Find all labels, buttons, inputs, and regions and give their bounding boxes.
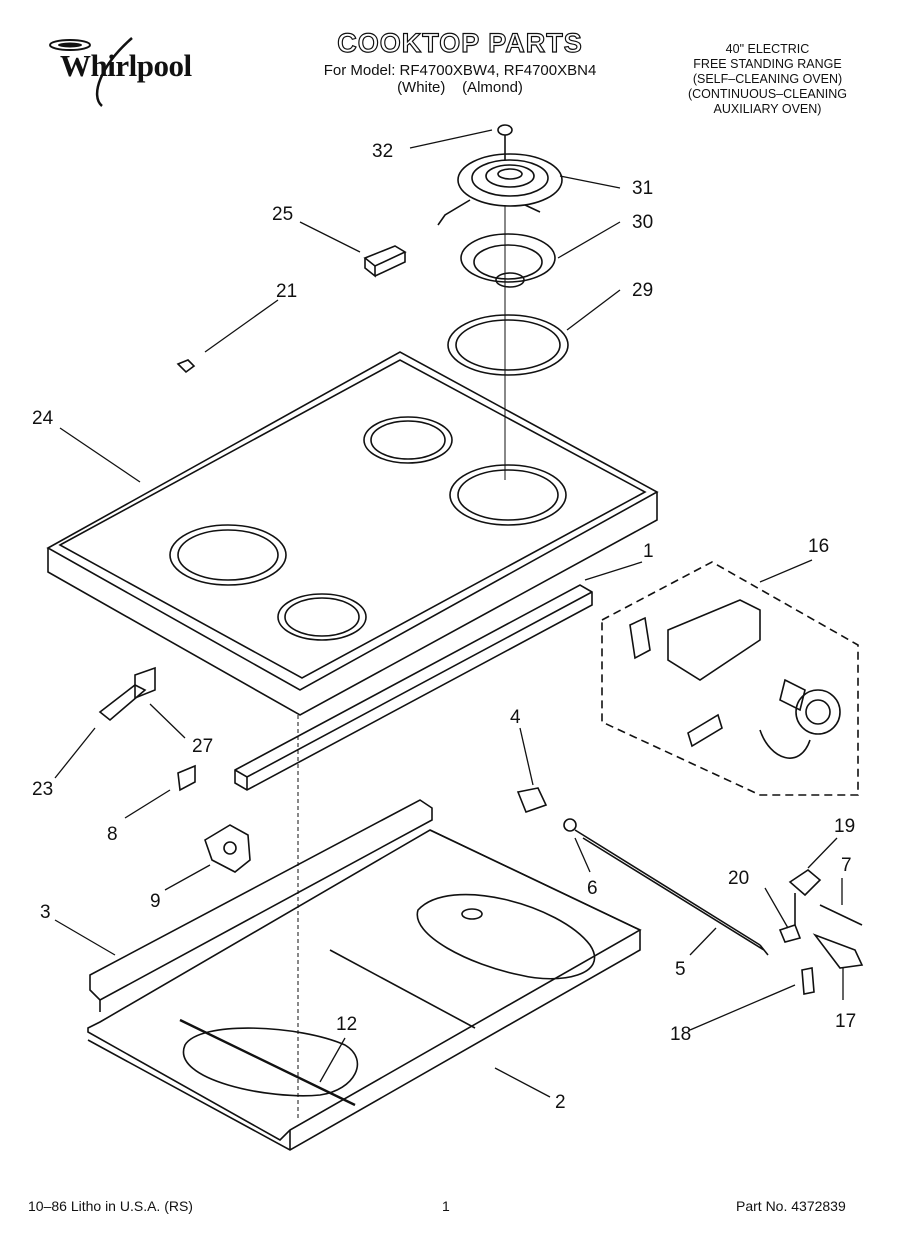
front-rail <box>234 584 593 791</box>
callout-18: 18 <box>670 1024 691 1045</box>
surface-element <box>437 124 563 226</box>
latch-parts <box>778 869 864 995</box>
color-line: (White) (Almond) <box>397 79 523 96</box>
callout-29: 29 <box>632 280 653 301</box>
spring-clip <box>177 764 196 792</box>
brand-name: Whirlpool <box>60 48 192 83</box>
callout-1: 1 <box>643 541 654 562</box>
bottom-pan <box>87 799 642 1151</box>
callout-27: 27 <box>192 736 213 757</box>
product-line-3: (SELF–CLEANING OVEN) <box>692 72 843 86</box>
part-number: Part No. 4372839 <box>736 1198 846 1214</box>
switch <box>204 824 251 873</box>
callout-3: 3 <box>40 902 51 923</box>
whirlpool-logo: Whirlpool <box>40 36 205 108</box>
terminal-block <box>363 245 407 278</box>
hinge <box>98 666 156 722</box>
clip <box>176 359 196 374</box>
logo-swirl-icon <box>49 37 133 107</box>
callout-30: 30 <box>632 212 653 233</box>
callout-21: 21 <box>276 281 297 302</box>
callout-32: 32 <box>372 141 393 162</box>
clock-assembly-group <box>601 561 859 796</box>
model-line: For Model: RF4700XBW4, RF4700XBN4 <box>323 62 597 79</box>
callout-8: 8 <box>107 824 118 845</box>
print-info: 10–86 Litho in U.S.A. (RS) <box>28 1198 193 1214</box>
callout-17: 17 <box>835 1011 856 1032</box>
product-line-5: AUXILIARY OVEN) <box>713 102 822 116</box>
callout-9: 9 <box>150 891 161 912</box>
callout-25: 25 <box>272 204 293 225</box>
page-number: 1 <box>442 1198 450 1214</box>
callout-24: 24 <box>32 408 54 429</box>
callout-23: 23 <box>32 779 53 800</box>
callout-7: 7 <box>841 855 852 876</box>
product-line-2: FREE STANDING RANGE <box>693 57 842 71</box>
trim-ring <box>447 314 569 376</box>
callout-20: 20 <box>728 868 749 889</box>
page-title: COOKTOP PARTS <box>337 27 583 58</box>
product-line-4: (CONTINUOUS–CLEANING <box>687 87 848 101</box>
drip-bowl <box>460 233 556 288</box>
model-info: For Model: RF4700XBW4, RF4700XBN4 (White… <box>250 62 670 96</box>
cooktop <box>46 351 659 716</box>
callout-4: 4 <box>510 707 521 728</box>
callout-labels: 32 31 25 30 21 29 24 1 16 4 27 23 8 19 9… <box>32 141 856 1113</box>
callout-31: 31 <box>632 178 653 199</box>
callout-12: 12 <box>336 1014 357 1035</box>
callout-5: 5 <box>675 959 686 980</box>
callout-2: 2 <box>555 1092 566 1113</box>
control-knob-assembly <box>516 787 769 956</box>
callout-6: 6 <box>587 878 598 899</box>
leader-lines <box>54 129 844 1098</box>
product-description: 40" ELECTRIC FREE STANDING RANGE (SELF–C… <box>660 42 875 117</box>
callout-19: 19 <box>834 816 855 837</box>
product-line-1: 40" ELECTRIC <box>725 42 810 56</box>
callout-16: 16 <box>808 536 829 557</box>
